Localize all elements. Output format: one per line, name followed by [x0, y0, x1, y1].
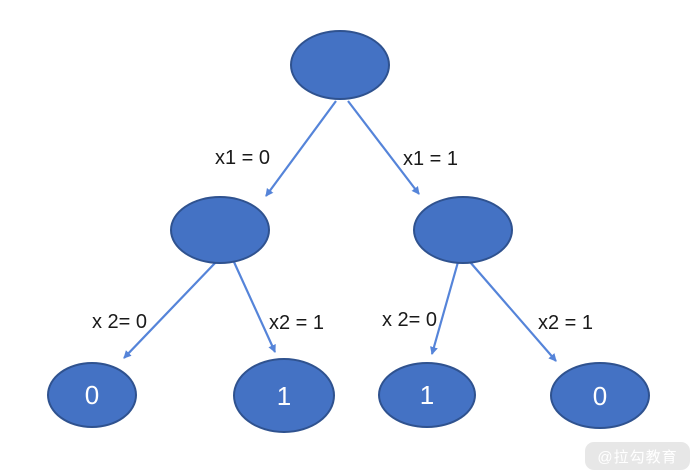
edge-root-to-mid-left — [265, 100, 337, 197]
watermark-text: @拉勾教育 — [597, 448, 678, 466]
tree-node-leaf-1: 0 — [47, 362, 137, 428]
edge-label-x1-1: x1 = 1 — [403, 148, 459, 170]
tree-node-leaf-4: 0 — [550, 362, 650, 429]
edge-mid-right-to-leaf4 — [469, 261, 557, 362]
edge-root-to-mid-right — [347, 100, 420, 195]
tree-node-leaf-3: 1 — [378, 362, 476, 428]
edge-label-x2-0-left: x 2= 0 — [92, 311, 148, 333]
leaf-3-label: 1 — [419, 380, 435, 410]
edge-mid-left-to-leaf2 — [232, 261, 277, 353]
edge-label-x1-0: x1 = 0 — [215, 147, 271, 169]
edge-label-x2-1-left: x2 = 1 — [269, 312, 325, 334]
edge-mid-left-to-leaf1 — [123, 261, 217, 359]
tree-node-leaf-2: 1 — [233, 358, 335, 433]
edge-mid-right-to-leaf3 — [430, 261, 460, 355]
leaf-2-label: 1 — [276, 380, 292, 411]
edge-label-x2-0-right: x 2= 0 — [382, 309, 438, 331]
leaf-4-label: 0 — [592, 380, 608, 411]
edge-label-x2-1-right: x2 = 1 — [538, 312, 594, 334]
tree-node-mid-right — [413, 196, 513, 264]
tree-node-mid-left — [170, 196, 270, 264]
leaf-1-label: 0 — [84, 380, 100, 410]
watermark-badge: @拉勾教育 — [585, 442, 690, 470]
tree-node-root — [290, 30, 390, 100]
